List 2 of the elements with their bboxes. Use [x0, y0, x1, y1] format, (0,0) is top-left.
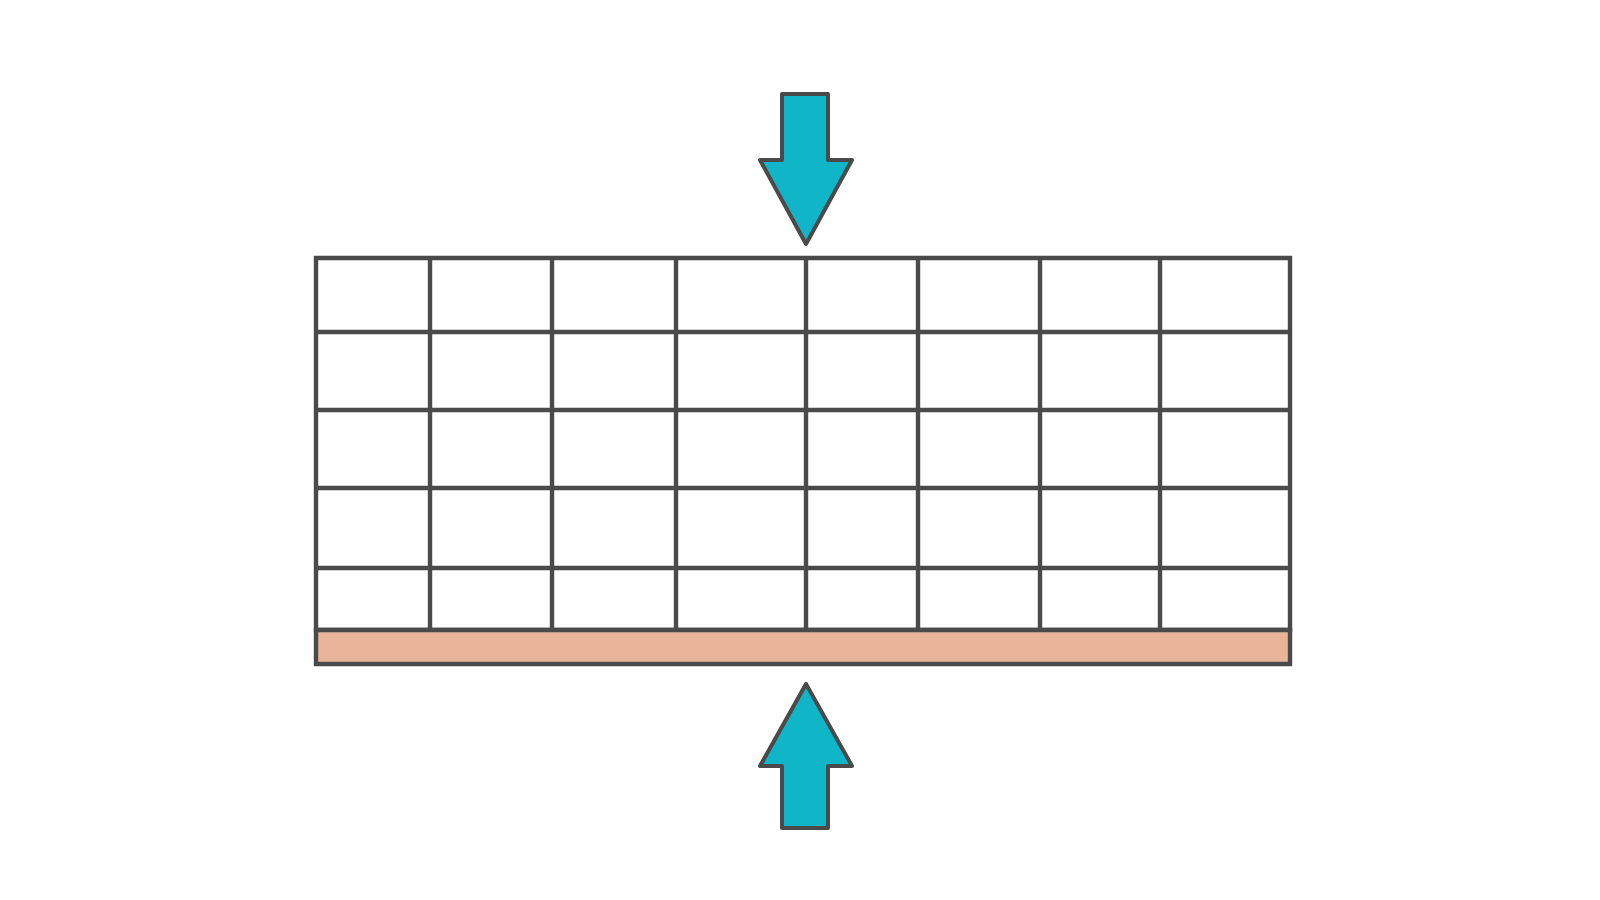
grid-drawing [313, 255, 1293, 633]
base-bar [313, 627, 1293, 667]
